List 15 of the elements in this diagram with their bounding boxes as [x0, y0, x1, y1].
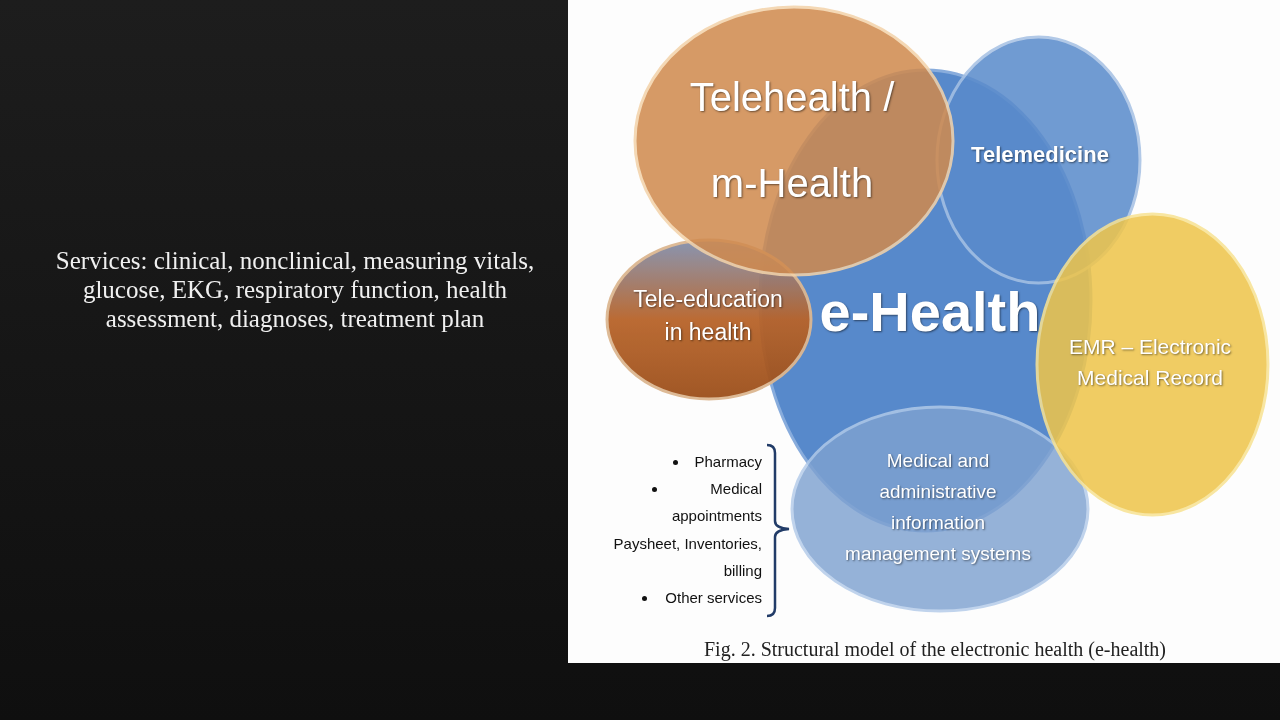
slide-text: Services: clinical, nonclinical, measuring vitals, glucose, EKG, respiratory function, health assessment, diagnoses, treatment plan	[54, 246, 536, 333]
ellipse-label: Telemedicine	[970, 141, 1110, 169]
list-item: Medical appointments	[670, 479, 762, 526]
category-ellipse	[1035, 212, 1270, 517]
ellipse-label: Tele-education in health	[632, 285, 784, 347]
list-item: Other services	[664, 588, 762, 608]
category-ellipse	[605, 238, 813, 401]
list-item: Pharmacy	[693, 452, 762, 472]
ellipse-label: Telehealth / m-Health	[688, 74, 896, 207]
central-label: e-Health	[818, 279, 1042, 345]
category-ellipse	[790, 405, 1090, 613]
figure-caption: Fig. 2. Structural model of the electronic health (e-health)	[702, 637, 1168, 661]
list-item: Paysheet, Inventories, billing	[612, 534, 762, 581]
ellipse-label: Medical and administrative information management systems	[844, 449, 1032, 566]
ellipse-label: EMR – Electronic Medical Record	[1067, 334, 1233, 391]
